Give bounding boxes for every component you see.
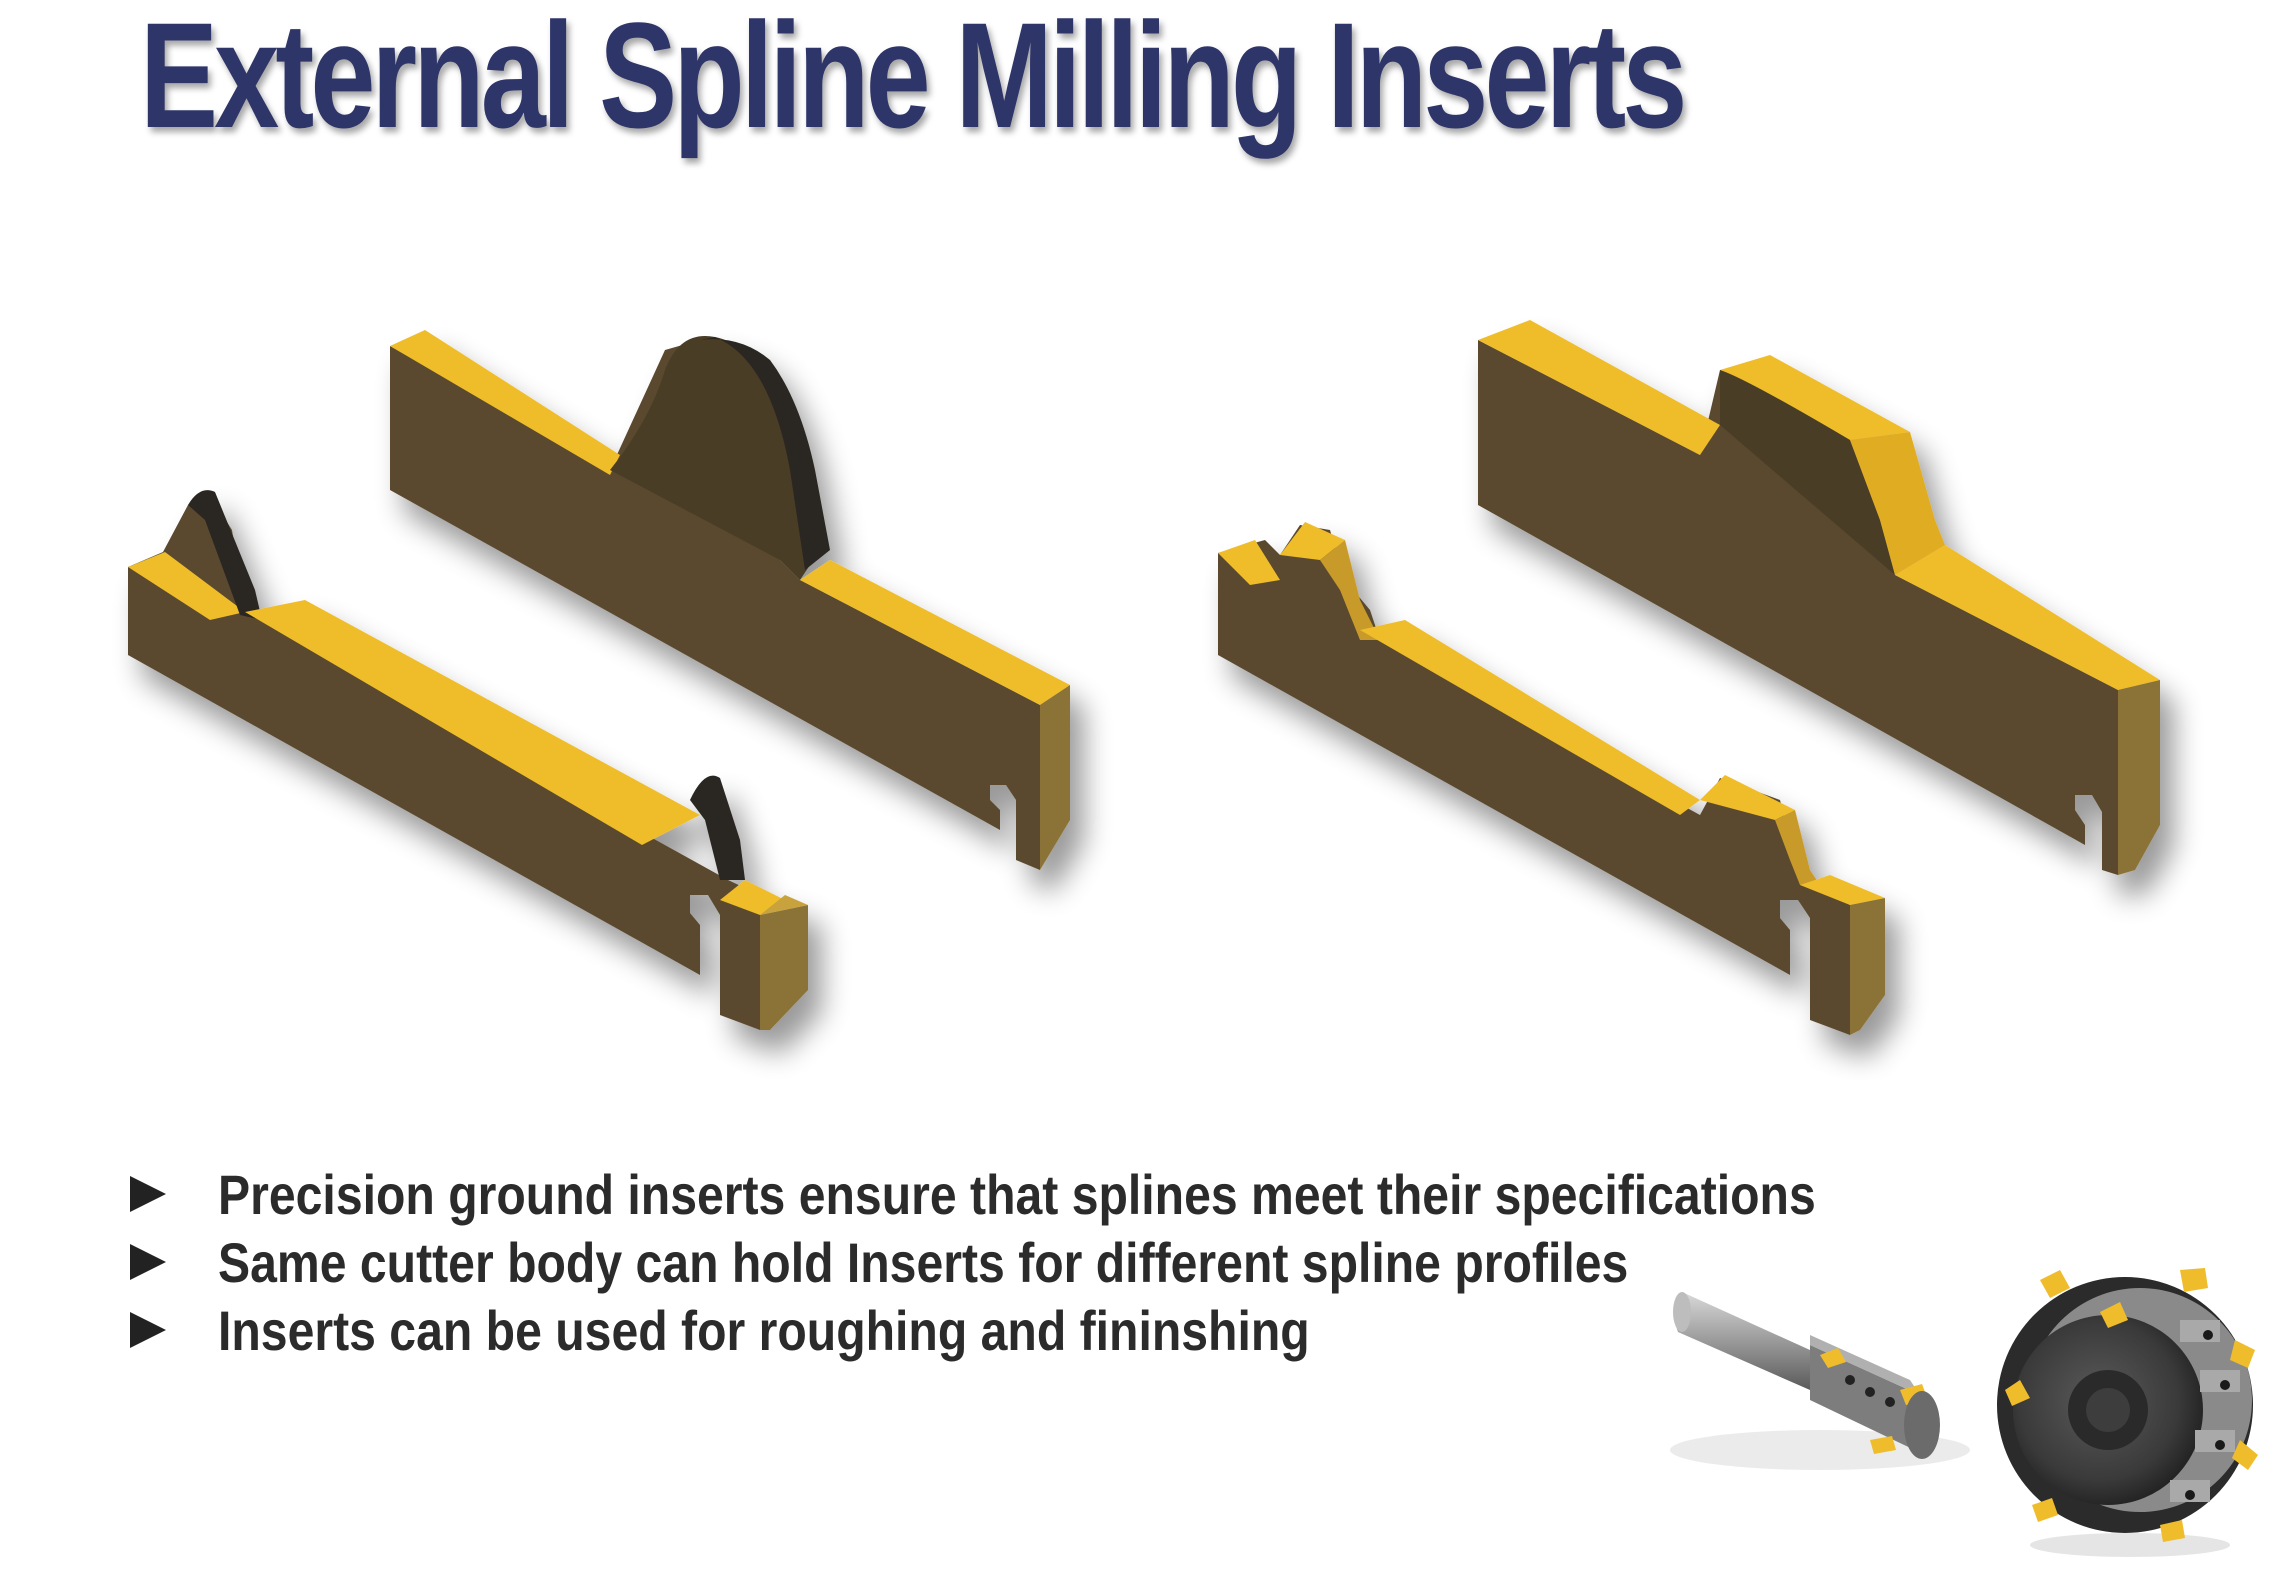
list-item-text: Inserts can be used for roughing and fin…: [218, 1298, 1310, 1362]
triangle-right-icon: [130, 1176, 166, 1212]
page-title: External Spline Milling Inserts: [140, 0, 1687, 159]
triangle-right-icon: [130, 1244, 166, 1280]
list-item: Same cutter body can hold Inserts for di…: [130, 1228, 2076, 1296]
feature-list: Precision ground inserts ensure that spl…: [130, 1160, 2076, 1364]
insert-large-involute: [390, 330, 1070, 870]
insert-small-involute: [128, 490, 808, 1030]
spline-inserts-illustration: [128, 320, 2160, 1035]
insert-large-straight: [1478, 320, 2160, 875]
disc-cutter: [1997, 1268, 2258, 1557]
list-item-text: Same cutter body can hold Inserts for di…: [218, 1230, 1629, 1294]
insert-small-straight: [1218, 522, 1885, 1035]
list-item: Inserts can be used for roughing and fin…: [130, 1296, 2076, 1364]
shank-cutter: [1670, 1292, 1970, 1470]
cutter-tools-illustration: [1670, 1268, 2258, 1557]
list-item-text: Precision ground inserts ensure that spl…: [218, 1162, 1816, 1226]
list-item: Precision ground inserts ensure that spl…: [130, 1160, 2076, 1228]
triangle-right-icon: [130, 1312, 166, 1348]
